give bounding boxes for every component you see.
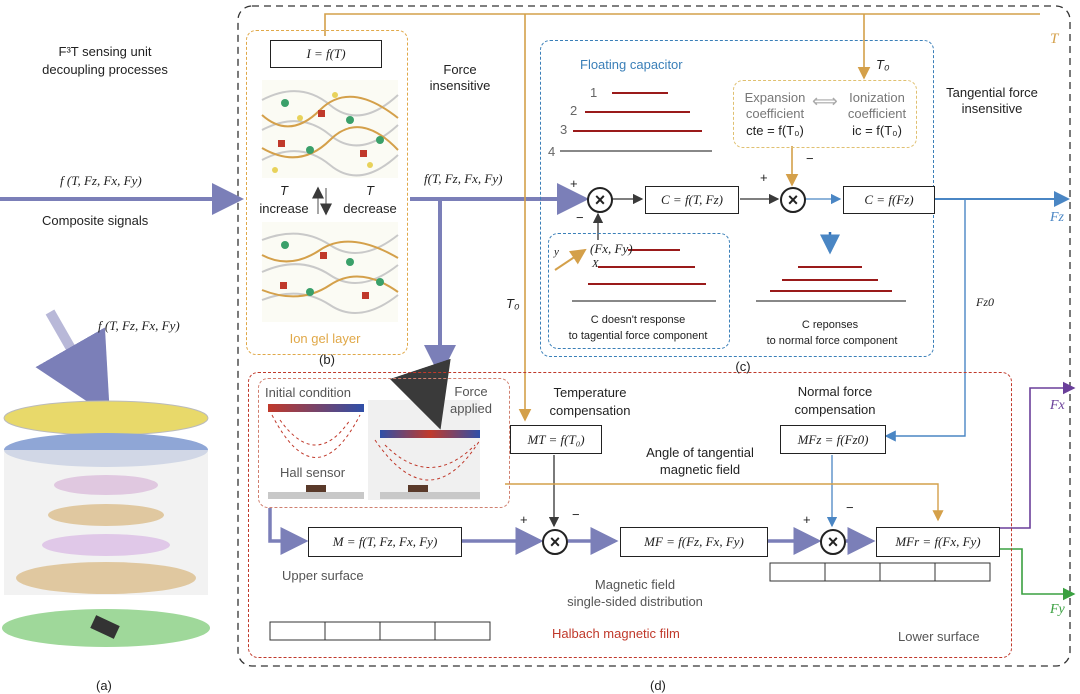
level-4: 4 <box>548 144 556 159</box>
composite-signal-caption: Composite signals <box>42 213 149 228</box>
mf-distribution-2: single-sided distribution <box>567 594 703 609</box>
level-2: 2 <box>570 103 578 118</box>
capacitor-left <box>572 249 716 302</box>
temperature-output-label: T <box>1050 31 1059 47</box>
t0-label-c: T₀ <box>876 57 890 72</box>
minus-c2: − <box>806 151 814 166</box>
minus-c1: − <box>576 210 584 225</box>
t-increase-word: increase <box>259 201 309 216</box>
caption-left-1: C doesn't response <box>590 314 686 326</box>
upper-surface-label: Upper surface <box>282 568 364 583</box>
normal-comp-1: Normal force <box>797 384 873 399</box>
halbach-caption: Halbach magnetic film <box>552 626 680 641</box>
panel-c-title: Floating capacitor <box>580 57 683 72</box>
hall-frame <box>258 378 510 508</box>
force-insensitive-1: Force <box>443 62 477 77</box>
fy-output-label: Fy <box>1050 602 1065 617</box>
lower-surface-label: Lower surface <box>898 629 980 644</box>
temperature-line-top <box>324 13 1040 36</box>
magnetic-tangential-box: MFr = f(Fx, Fy) <box>876 527 1000 557</box>
level-3: 3 <box>560 122 568 137</box>
fx-output-label: Fx <box>1050 398 1065 413</box>
normal-force-magnetic-box: MFz = f(Fz0) <box>780 425 886 454</box>
ion-gel-illustration <box>261 80 399 322</box>
tangential-insensitive-1: Tangential force <box>946 85 1038 100</box>
expansion-line2: coefficient <box>745 106 805 121</box>
capacitor-left-frame <box>548 233 730 349</box>
hall-sensor-label: Hall sensor <box>280 465 346 480</box>
capacitance-box-1: C = f(T, Fz) <box>645 186 739 214</box>
plus-c1: + <box>570 176 578 191</box>
halbach-film-lower <box>769 562 991 582</box>
outer-frame <box>237 5 1071 667</box>
temp-comp-2: compensation <box>549 403 631 418</box>
panel-b-label: (b) <box>319 352 335 367</box>
left-title-line1: F³T sensing unit <box>58 44 152 59</box>
plus-d2: + <box>803 512 811 527</box>
minus-d1: − <box>572 507 580 522</box>
exchange-arrows-icon: ⟺ <box>812 91 838 111</box>
magnetic-total-box: M = f(T, Fz, Fx, Fy) <box>308 527 462 557</box>
panel-d-frame <box>248 372 1012 658</box>
fxfy-label: (Fx, Fy) <box>590 241 633 256</box>
multiplier-d2: × <box>820 529 846 555</box>
magnetic-force-box: MF = f(Fz, Fx, Fy) <box>620 527 768 557</box>
panel-a-label: (a) <box>96 678 112 693</box>
t0-label-d: T₀ <box>506 296 520 311</box>
ion-gel-caption: Ion gel layer <box>289 331 361 346</box>
temp-comp-1: Temperature <box>553 385 627 400</box>
fz-output-label: Fz <box>1050 210 1064 225</box>
expansion-frame <box>733 80 917 148</box>
plus-d1: + <box>520 512 528 527</box>
ion-current-box: I = f(T) <box>270 40 382 68</box>
mf-distribution-1: Magnetic field <box>594 577 676 592</box>
panel-c-label: (c) <box>735 359 751 374</box>
multiplier-d1: × <box>542 529 568 555</box>
caption-left-2: to tagential force component <box>568 330 708 342</box>
ionization-line2: coefficient <box>847 106 907 121</box>
fz0-label: Fz0 <box>976 295 994 309</box>
tangential-insensitive-2: insensitive <box>961 101 1023 116</box>
capacitor-right <box>756 266 906 302</box>
force-applied-2: applied <box>450 401 492 416</box>
composite-signal-expr: f (T, Fz, Fx, Fy) <box>60 173 142 188</box>
ionization-line3: ic = f(T₀) <box>852 123 902 138</box>
panel-b-frame <box>246 30 408 355</box>
t-increase-symbol: T <box>280 183 288 198</box>
capacitance-box-2: C = f(Fz) <box>843 186 935 214</box>
temperature-magnetic-box: MT = f(T₀) <box>510 425 602 454</box>
sensor-stack-illustration <box>2 309 210 647</box>
normal-comp-2: compensation <box>794 402 876 417</box>
angle-label-2: magnetic field <box>659 462 741 477</box>
caption-right-1: C reponses <box>801 319 859 331</box>
expansion-line3: cte = f(T₀) <box>746 123 804 138</box>
expansion-line1: Expansion <box>744 90 806 105</box>
angle-label-1: Angle of tangential <box>646 445 754 460</box>
multiplier-c2: × <box>780 187 806 213</box>
fz0-line <box>884 199 966 442</box>
signal-mid-expr: f(T, Fz, Fx, Fy) <box>424 171 503 186</box>
minus-d2: − <box>846 500 854 515</box>
panel-d-label: (d) <box>650 678 666 693</box>
level-1: 1 <box>590 85 598 100</box>
left-title-line2: decoupling processes <box>42 62 168 77</box>
axis-y-label: y <box>554 246 559 258</box>
fy-output-line <box>998 548 1076 601</box>
caption-right-2: to normal force component <box>766 335 898 347</box>
multiplier-c1: × <box>587 187 613 213</box>
force-applied-1: Force <box>454 384 488 399</box>
axis-x-label: X <box>592 258 599 270</box>
ionization-line1: Ionization <box>849 90 905 105</box>
plus-c2: + <box>760 170 768 185</box>
fx-output-line <box>998 381 1076 529</box>
capacitor-stack-top <box>560 92 712 152</box>
halbach-film-upper <box>269 621 491 641</box>
t-decrease-symbol: T <box>366 183 374 198</box>
force-insensitive-2: insensitive <box>429 78 491 93</box>
stack-signal-expr: f (T, Fz, Fx, Fy) <box>98 318 180 333</box>
initial-condition-label: Initial condition <box>265 385 351 400</box>
t-decrease-word: decrease <box>343 201 397 216</box>
